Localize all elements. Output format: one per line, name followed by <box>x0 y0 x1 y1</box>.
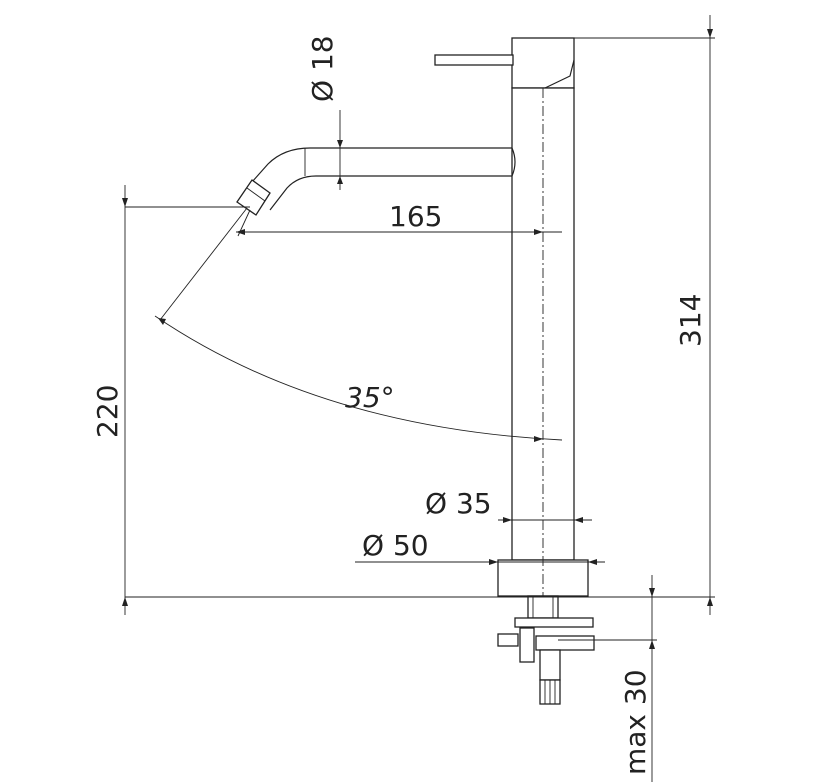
pipe-diameter-label: Ø 18 <box>306 35 339 102</box>
dimension-swivel-angle: 35° <box>154 207 563 442</box>
counter-thickness-label: max 30 <box>619 669 652 775</box>
dimension-spout-height: 220 <box>91 185 250 615</box>
body-diameter-label: Ø 35 <box>425 487 492 520</box>
dimension-body-diameter: Ø 35 <box>425 487 592 523</box>
base-diameter-label: Ø 50 <box>362 529 429 562</box>
spout-height-label: 220 <box>91 385 124 438</box>
dimension-base-diameter: Ø 50 <box>355 529 605 565</box>
dimension-pipe-diameter: Ø 18 <box>306 35 343 190</box>
dimension-spout-reach: 165 <box>236 200 562 237</box>
overall-height-label: 314 <box>674 294 707 347</box>
swivel-angle-label: 35° <box>345 381 395 414</box>
spout-reach-label: 165 <box>389 200 442 233</box>
mounting-hardware <box>497 595 595 705</box>
dimension-overall-height: 314 <box>574 15 715 615</box>
dimension-counter-thickness: max 30 <box>558 575 657 782</box>
spout <box>236 147 516 216</box>
faucet-body <box>434 37 589 612</box>
